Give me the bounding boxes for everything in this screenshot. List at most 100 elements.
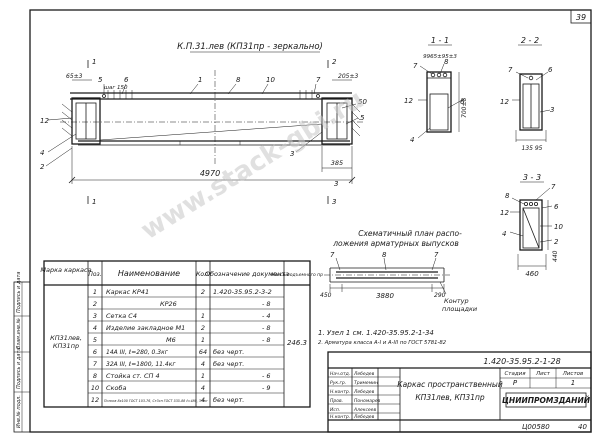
section-2-2: 2 - 2 7 6 12 3 135 95 — [500, 36, 554, 152]
tb-role-4: Исп. — [330, 407, 340, 413]
row-5-doc: без черт. — [213, 348, 244, 356]
dim-right-end: 385 — [331, 159, 343, 167]
scheme-dim-mid: 3880 — [376, 292, 394, 300]
dim-right-top: 205±3 — [338, 73, 358, 80]
hdr-mass: Масса подъемного пр — [271, 272, 323, 278]
row-8-pos: 10 — [91, 384, 99, 392]
callout-50: 50 — [358, 98, 367, 106]
row-0-pos: 1 — [93, 288, 97, 296]
page-number-box — [570, 9, 592, 24]
scheme-contour-line2: площадки — [442, 305, 477, 313]
scheme-contour-line1: Контур — [444, 297, 469, 305]
section-33-callout-4: 4 — [502, 230, 506, 238]
strip-label-vzam: Взам.инв.№ — [16, 318, 22, 349]
hdr-qty: Кол. — [196, 271, 210, 278]
row-8-doc: - 9 — [262, 384, 271, 392]
row-3-pos: 4 — [93, 324, 97, 332]
callout-1: 1 — [198, 76, 202, 84]
callout-3: 3 — [290, 150, 294, 158]
section-33-title: 3 - 3 — [523, 173, 541, 182]
section-22-dim-bottom: 135 95 — [522, 145, 543, 152]
tb-name-line2: КП31лев, КП31пр — [415, 393, 485, 402]
section-mark-3: 3 — [334, 180, 338, 188]
row-9-doc: без черт. — [213, 396, 244, 404]
tb-role-3: Пров. — [330, 398, 343, 404]
hdr-pos: Поз. — [88, 271, 101, 278]
tb-sheet-no: 1 — [571, 379, 575, 387]
tb-signer-4: Алексеев — [353, 407, 376, 413]
scheme-dim-right: 290 — [434, 292, 446, 299]
section-11-dim-height: 700±8 — [461, 98, 468, 118]
section-11-callout-6: 6 — [460, 98, 465, 106]
tb-role-2: Н.контр. — [330, 389, 350, 395]
section-mark-1-top: 1 — [92, 58, 96, 66]
section-33-callout-8: 8 — [505, 192, 510, 200]
callout-8: 8 — [236, 76, 241, 84]
callout-10: 10 — [266, 76, 275, 84]
callout-6a: 6 — [124, 76, 129, 84]
cell-mark: КП31лев,КП31пр — [50, 334, 82, 350]
section-1-1: 1 - 1 9965±95±3 700±8 7 8 12 6 4 — [404, 36, 468, 144]
elevation-view: 4970 385 65±3 205±3 шаг 150 5 6 1 8 — [40, 58, 367, 206]
row-7-pos: 8 — [93, 372, 97, 380]
page-number: 39 — [576, 13, 586, 22]
row-5-qty: 64 — [199, 348, 207, 356]
strip-label-sign2: Подпись и дата — [16, 272, 22, 313]
tb-name-line1: Каркас пространственный — [397, 380, 503, 389]
section-mark-1-bottom: 1 — [92, 198, 96, 206]
drawing-title: К.П.31.лев (КП31пр - зеркально) — [177, 42, 323, 52]
section-22-callout-3: 3 — [550, 106, 554, 114]
callout-2: 2 — [40, 163, 45, 171]
section-11-callout-12: 12 — [404, 97, 413, 105]
section-33-callout-6: 6 — [554, 203, 559, 211]
section-33-callout-7: 7 — [551, 183, 556, 191]
row-1-doc: - 8 — [262, 300, 271, 308]
row-7-doc: - 6 — [262, 372, 271, 380]
section-mark-2: 2 — [332, 58, 337, 66]
hdr-mark: Марка каркаса — [40, 266, 91, 274]
section-33-dim-460: 460 — [525, 270, 539, 278]
tb-role-1: Рук.гр. — [330, 380, 346, 386]
row-3-qty: 2 — [201, 324, 205, 332]
tb-signer-0: Лебедев — [353, 371, 375, 377]
row-6-qty: 4 — [201, 360, 205, 368]
row-5-pos: 6 — [93, 348, 97, 356]
spec-table: Марка каркаса Поз. Наименование Кол. Обо… — [40, 260, 323, 408]
section-11-title: 1 - 1 — [431, 36, 449, 45]
row-4-doc: - 8 — [262, 336, 271, 344]
scheme-dim-left: 450 — [320, 292, 332, 299]
section-3-3: 3 - 3 8 12 4 7 6 10 2 440 460 — [500, 173, 563, 278]
tb-sheet-hdr: Лист — [535, 371, 551, 377]
row-2-qty: 1 — [201, 312, 205, 320]
row-5-name: 14A III, ℓ=280, 0.3кг — [106, 349, 169, 356]
scheme-callout-7a: 7 — [330, 251, 335, 259]
callout-4: 4 — [40, 149, 44, 157]
tb-stage-hdr: Стадия — [504, 371, 526, 377]
strip-label-sign1: Подпись и дата — [16, 348, 22, 389]
tb-code: 1.420-35.95.2-1-28 — [483, 357, 560, 366]
section-22-callout-12: 12 — [500, 98, 509, 106]
tb-bottom-left: Ц00580 — [522, 423, 550, 431]
section-33-callout-10: 10 — [554, 223, 563, 231]
row-0-doc: 1.420-35.95.2-3-2 — [213, 288, 272, 296]
tb-signer-5: Лебедев — [353, 414, 375, 420]
dim-step: шаг 150 — [104, 85, 128, 91]
strip-label-inv: Инв.№ подл. — [16, 395, 22, 428]
left-binding-strip: Инв.№ подл. Подпись и дата Взам.инв.№ По… — [13, 272, 31, 433]
hdr-name: Наименование — [118, 269, 180, 278]
callout-7: 7 — [316, 76, 321, 84]
section-11-callout-8: 8 — [444, 58, 449, 66]
row-9-pos: 12 — [91, 396, 99, 404]
title-block: 1.420-35.95.2-1-28 Нач.отд. Рук.гр. Н.ко… — [327, 351, 592, 433]
section-11-callout-4: 4 — [410, 136, 414, 144]
callout-5b: 5 — [360, 114, 365, 122]
row-9-qty: 4 — [201, 396, 205, 404]
row-6-pos: 7 — [93, 360, 98, 368]
section-33-dim-440: 440 — [552, 250, 559, 262]
row-0-name: Каркас КР41 — [106, 288, 149, 296]
tb-signer-3: Пономарев — [354, 398, 381, 404]
row-2-name: Сетка С4 — [106, 312, 137, 320]
cell-mass-total: 246.3 — [287, 339, 307, 347]
row-3-name: Изделие закладное М1 — [106, 324, 185, 332]
